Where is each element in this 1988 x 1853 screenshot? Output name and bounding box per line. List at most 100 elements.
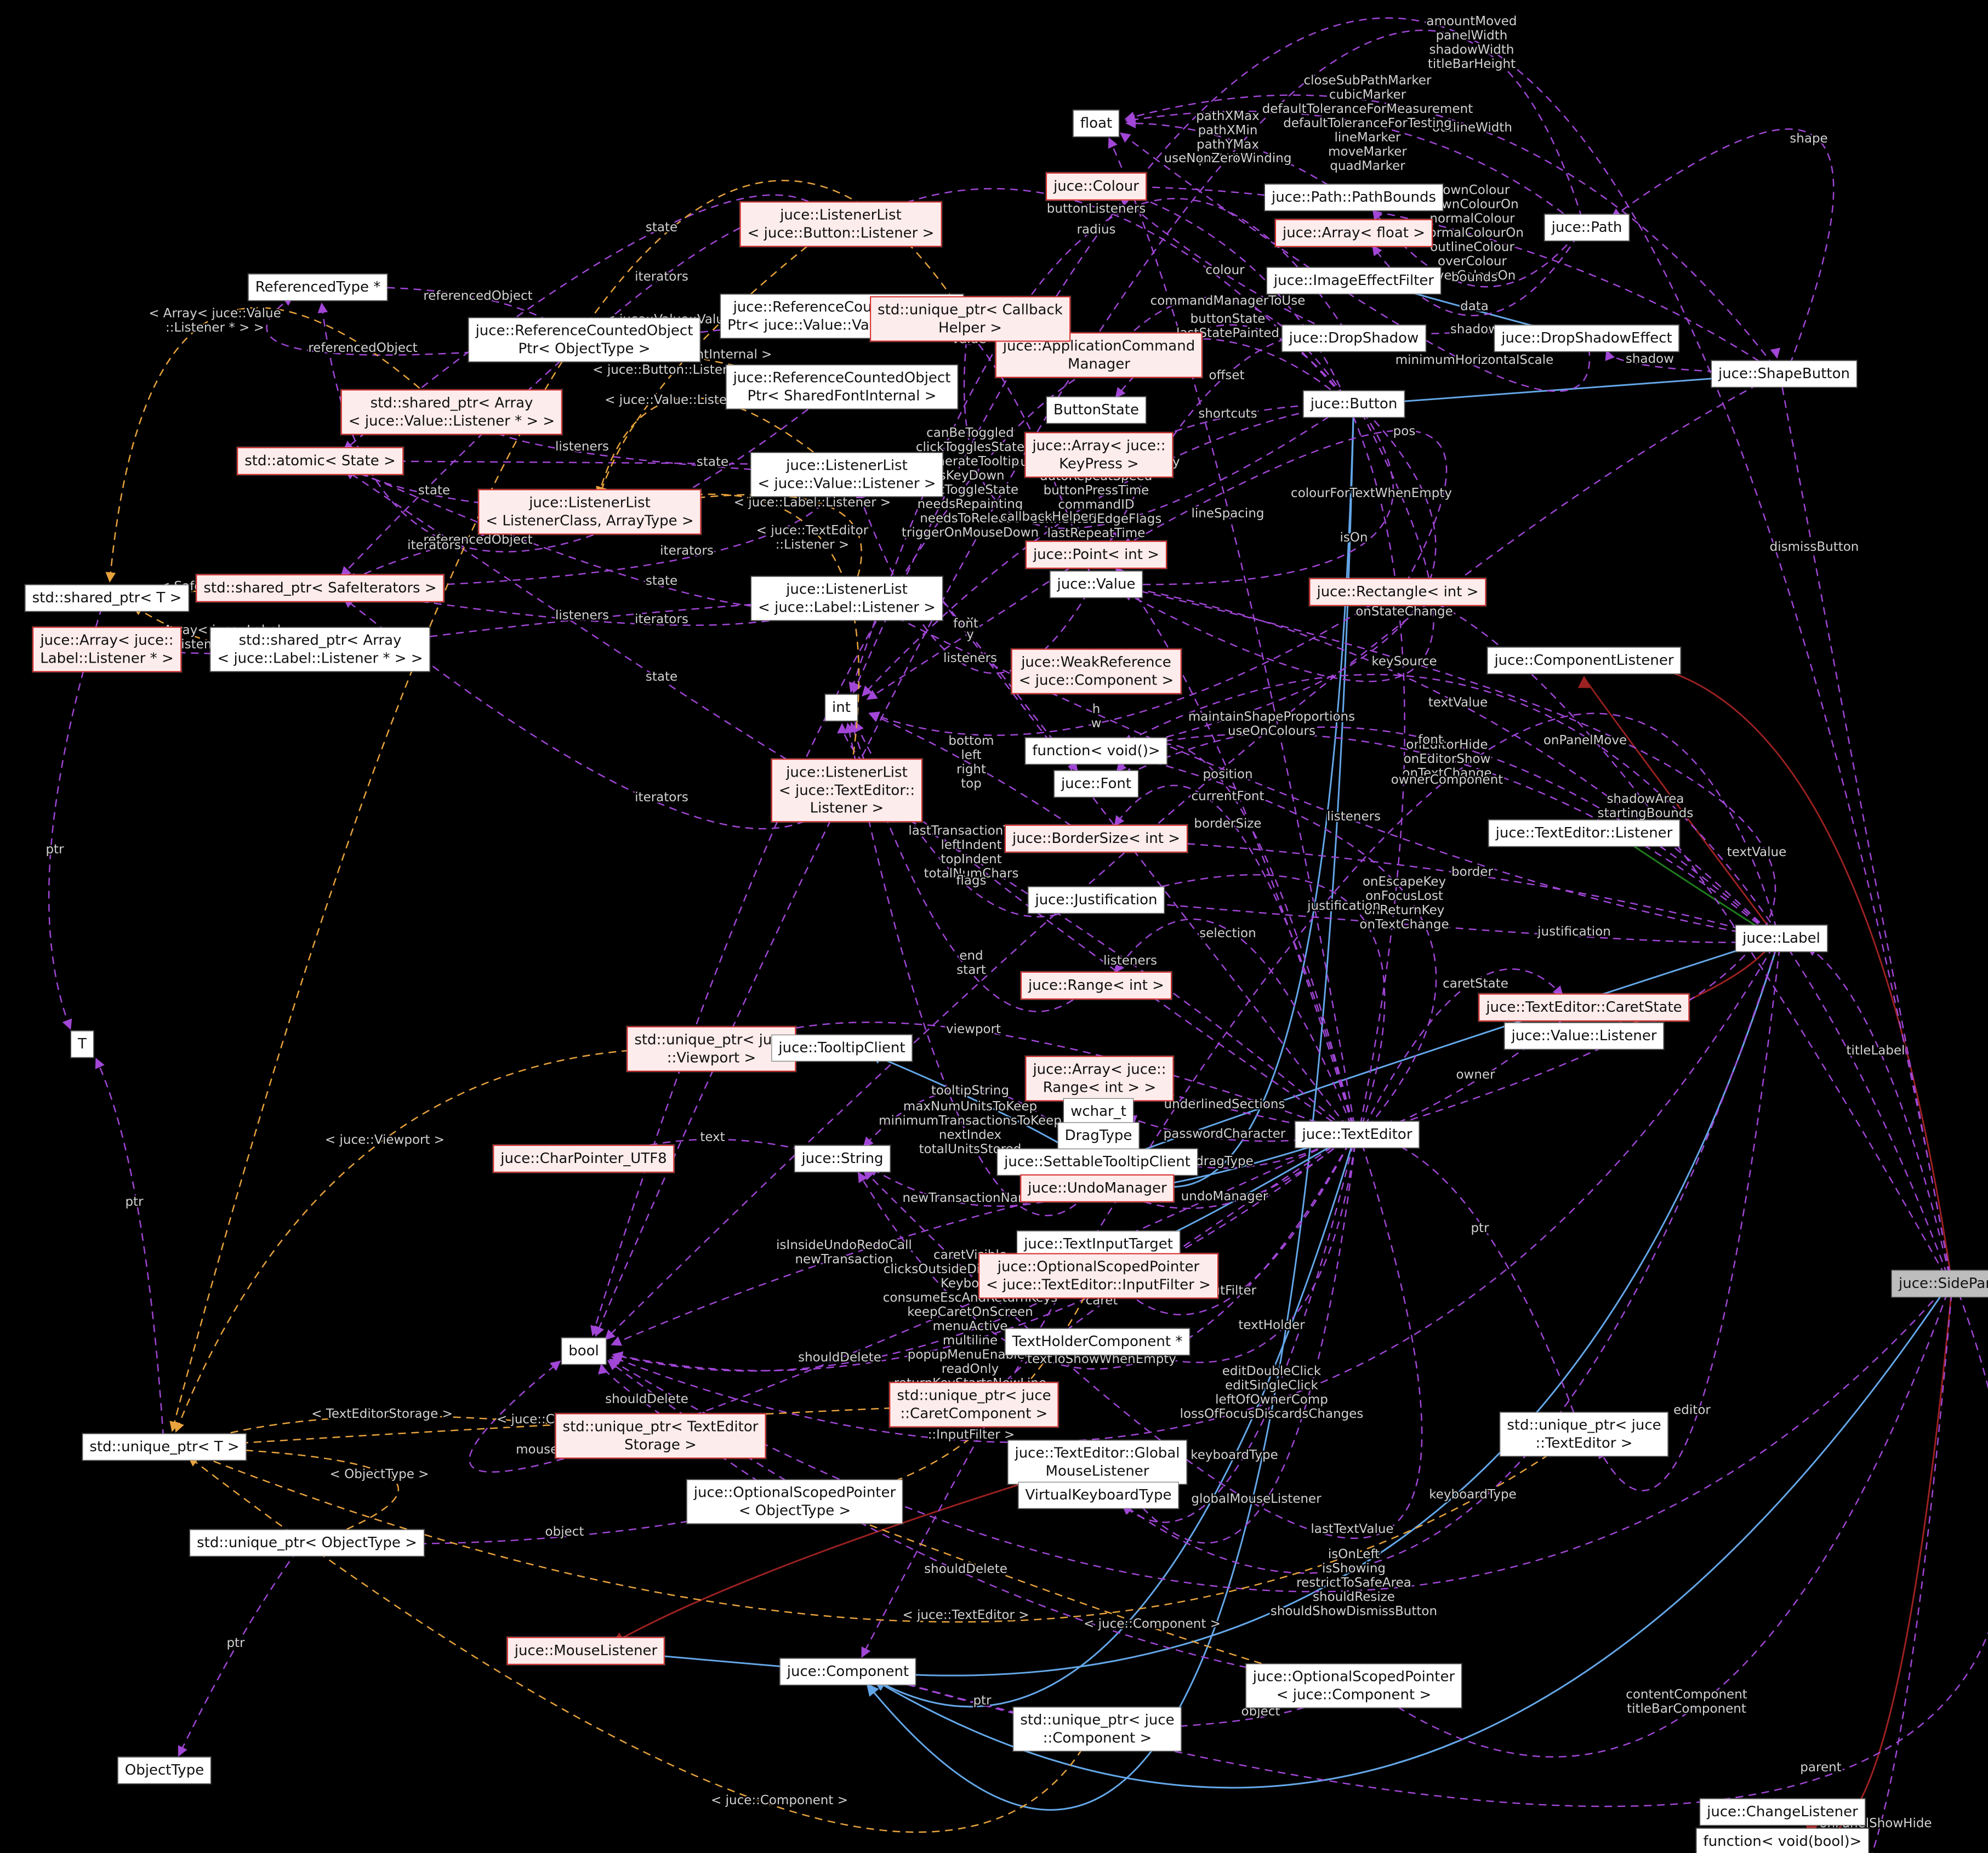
class-node-juce-texteditor-listener[interactable]: juce::TextEditor::Listener	[1488, 819, 1680, 847]
edge-label-usenonzerowinding: useNonZeroWinding	[1164, 151, 1292, 166]
class-node-dragtype[interactable]: DragType	[1057, 1122, 1140, 1149]
class-node-function-void[interactable]: function< void()>	[1025, 737, 1167, 765]
class-node-std-shared-ptr-array-juce-value-listener[interactable]: std::shared_ptr< Array < juce::Value::Li…	[340, 389, 563, 435]
class-node-juce-colour[interactable]: juce::Colour	[1046, 172, 1147, 201]
class-node-juce-optionalscopedpointer-juce-texteditor-input[interactable]: juce::OptionalScopedPointer < juce::Text…	[978, 1253, 1218, 1299]
class-node-juce-imageeffectfilter[interactable]: juce::ImageEffectFilter	[1266, 267, 1442, 294]
class-node-referencedtype[interactable]: ReferencedType *	[248, 273, 388, 301]
class-node-juce-dropshadow[interactable]: juce::DropShadow	[1281, 324, 1426, 352]
class-node-juce-array-juce-label-listener[interactable]: juce::Array< juce:: Label::Listener * >	[32, 626, 181, 672]
class-node-juce-listenerlist-juce-value-listener[interactable]: juce::ListenerList < juce::Value::Listen…	[750, 452, 943, 497]
class-node-juce-weakreference-juce-component[interactable]: juce::WeakReference < juce::Component >	[1011, 648, 1182, 694]
class-node-std-unique-ptr-juce-component[interactable]: std::unique_ptr< juce ::Component >	[1013, 1707, 1182, 1752]
class-node-juce-listenerlist-juce-button-listener[interactable]: juce::ListenerList < juce::Button::Liste…	[739, 201, 942, 247]
class-node-std-shared-ptr-safeiterators[interactable]: std::shared_ptr< SafeIterators >	[196, 574, 445, 602]
class-node-std-unique-ptr-callback-helper[interactable]: std::unique_ptr< Callback Helper >	[870, 296, 1070, 342]
class-node-juce-path[interactable]: juce::Path	[1544, 214, 1630, 241]
class-node-juce-path-pathbounds[interactable]: juce::Path::PathBounds	[1264, 184, 1444, 211]
class-node-std-shared-ptr-array-juce-label-listener[interactable]: std::shared_ptr< Array < juce::Label::Li…	[210, 627, 430, 672]
class-node-juce-array-juce-keypress[interactable]: juce::Array< juce:: KeyPress >	[1024, 432, 1174, 478]
edge-shapebutton-to-dropshadoweffect	[1605, 349, 1768, 374]
class-node-wchar-t[interactable]: wchar_t	[1063, 1098, 1133, 1125]
class-node-juce-justification[interactable]: juce::Justification	[1028, 886, 1165, 914]
edge-label-iterators: iterators	[635, 270, 688, 284]
edge-label-colourfortextwhenempty: colourForTextWhenEmpty	[1291, 486, 1452, 500]
class-node-std-shared-ptr-t[interactable]: std::shared_ptr< T >	[25, 584, 189, 612]
edge-label-referencedobject: referencedObject	[308, 341, 417, 355]
class-node-function-void-bool[interactable]: function< void(bool)>	[1696, 1828, 1869, 1853]
class-node-juce-tooltipclient[interactable]: juce::TooltipClient	[771, 1034, 913, 1062]
class-node-juce-listenerlist-juce-label-listener[interactable]: juce::ListenerList < juce::Label::Listen…	[751, 576, 943, 621]
class-node-buttonstate[interactable]: ButtonState	[1046, 396, 1146, 424]
edge-label-selection: selection	[1199, 926, 1256, 940]
class-node-juce-optionalscopedpointer-juce-component[interactable]: juce::OptionalScopedPointer < juce::Comp…	[1245, 1663, 1462, 1708]
edge-label-border: border	[1451, 865, 1493, 879]
class-node-juce-referencecountedobject-ptr-sharedfontintern[interactable]: juce::ReferenceCountedObject Ptr< Shared…	[726, 364, 958, 409]
class-node-objecttype[interactable]: ObjectType	[117, 1757, 212, 1784]
class-node-juce-componentlistener[interactable]: juce::ComponentListener	[1487, 647, 1681, 674]
class-node-juce-settabletooltipclient[interactable]: juce::SettableTooltipClient	[997, 1148, 1198, 1176]
class-node-juce-optionalscopedpointer-objecttype[interactable]: juce::OptionalScopedPointer < ObjectType…	[686, 1479, 903, 1524]
class-node-juce-value[interactable]: juce::Value	[1050, 571, 1143, 598]
class-node-juce-array-float[interactable]: juce::Array< float >	[1274, 219, 1433, 247]
edge-label-linespacing: lineSpacing	[1191, 506, 1264, 521]
edge-label-keyboardtype: keyboardType	[1190, 1448, 1278, 1462]
class-node-std-unique-ptr-t[interactable]: std::unique_ptr< T >	[82, 1433, 247, 1461]
class-node-std-unique-ptr-juce-viewport[interactable]: std::unique_ptr< juce ::Viewport >	[626, 1026, 796, 1072]
edge-label-ptr: ptr	[45, 842, 64, 857]
edge-label-viewport: viewport	[946, 1022, 1001, 1036]
class-node-juce-string[interactable]: juce::String	[794, 1145, 891, 1172]
class-node-juce-component[interactable]: juce::Component	[779, 1658, 916, 1685]
class-node-juce-undomanager[interactable]: juce::UndoManager	[1020, 1174, 1175, 1202]
edge-label-to-bordersize	[1125, 835, 1766, 937]
class-node-juce-listenerlist-listenerclass-arraytype[interactable]: juce::ListenerList < ListenerClass, Arra…	[478, 489, 702, 535]
edge-label-juce-component: < juce::Component >	[1084, 1617, 1221, 1631]
edge-label-dragtype: dragType	[1195, 1154, 1254, 1168]
class-node-juce-referencecountedobject-ptr-objecttype[interactable]: juce::ReferenceCountedObject Ptr< Object…	[468, 317, 700, 362]
class-node-juce-font[interactable]: juce::Font	[1053, 770, 1139, 797]
class-node-juce-textinputtarget[interactable]: juce::TextInputTarget	[1017, 1230, 1180, 1258]
class-node-juce-range-int[interactable]: juce::Range< int >	[1021, 971, 1172, 1000]
class-node-juce-mouselistener[interactable]: juce::MouseListener	[506, 1637, 665, 1665]
class-node-juce-array-juce-range-int[interactable]: juce::Array< juce:: Range< int > >	[1025, 1056, 1174, 1102]
edge-rcopvalue-to-rcopobj	[612, 316, 826, 339]
edge-label-callbackhelper: callbackHelper	[1000, 510, 1094, 524]
class-node-juce-texteditor-global-mouselistener[interactable]: juce::TextEditor::Global MouseListener	[1007, 1440, 1187, 1485]
class-node-std-unique-ptr-juce-texteditor[interactable]: std::unique_ptr< juce ::TextEditor >	[1500, 1412, 1668, 1457]
class-node-juce-sidepanel[interactable]: juce::SidePanel	[1892, 1270, 1988, 1297]
class-node-juce-texteditor-caretstate[interactable]: juce::TextEditor::CaretState	[1478, 993, 1690, 1022]
edge-label-state: state	[646, 670, 677, 684]
class-node-juce-button[interactable]: juce::Button	[1303, 390, 1405, 418]
edge-label-globalmouselistener: globalMouseListener	[1191, 1492, 1321, 1506]
class-node-juce-value-listener[interactable]: juce::Value::Listener	[1504, 1022, 1664, 1050]
class-node-float[interactable]: float	[1073, 110, 1120, 137]
class-node-virtualkeyboardtype[interactable]: VirtualKeyboardType	[1018, 1481, 1179, 1509]
class-node-textholdercomponent[interactable]: TextHolderComponent *	[1005, 1328, 1190, 1355]
class-node-juce-shapebutton[interactable]: juce::ShapeButton	[1711, 360, 1858, 387]
class-node-std-unique-ptr-juce-caretcomponent[interactable]: std::unique_ptr< juce ::CaretComponent >	[889, 1382, 1059, 1428]
class-node-juce-point-int[interactable]: juce::Point< int >	[1025, 540, 1167, 569]
class-node-std-unique-ptr-texteditor-storage[interactable]: std::unique_ptr< TextEditor Storage >	[555, 1413, 766, 1459]
class-node-juce-bordersize-int[interactable]: juce::BorderSize< int >	[1004, 824, 1188, 853]
edge-texteditor-to-point	[1115, 566, 1353, 1126]
edge-texteditor-to-range	[1114, 918, 1352, 1126]
class-node-juce-label[interactable]: juce::Label	[1735, 925, 1827, 952]
class-node-juce-listenerlist-juce-texteditor-listener[interactable]: juce::ListenerList < juce::TextEditor:: …	[771, 759, 923, 822]
edge-texteditor-to-funcvoid	[1124, 752, 1437, 1128]
class-node-bool[interactable]: bool	[561, 1337, 606, 1365]
edge-label-textholder: textHolder	[1238, 1318, 1305, 1332]
edge-path-to-bool	[594, 30, 1583, 1337]
class-node-std-atomic-state[interactable]: std::atomic< State >	[237, 447, 403, 475]
class-node-juce-texteditor[interactable]: juce::TextEditor	[1295, 1121, 1420, 1148]
class-node-juce-charpointer-utf8[interactable]: juce::CharPointer_UTF8	[493, 1144, 675, 1173]
class-node-std-unique-ptr-objecttype[interactable]: std::unique_ptr< ObjectType >	[190, 1529, 424, 1556]
class-node-juce-changelistener[interactable]: juce::ChangeListener	[1700, 1798, 1865, 1826]
class-node-juce-dropshadoweffect[interactable]: juce::DropShadowEffect	[1494, 324, 1679, 352]
class-node-int[interactable]: int	[825, 694, 858, 721]
class-node-t[interactable]: T	[71, 1030, 94, 1058]
edge-label-outlinewidth: outlineWidth	[1432, 121, 1512, 135]
class-node-juce-rectangle-int[interactable]: juce::Rectangle< int >	[1309, 578, 1486, 606]
